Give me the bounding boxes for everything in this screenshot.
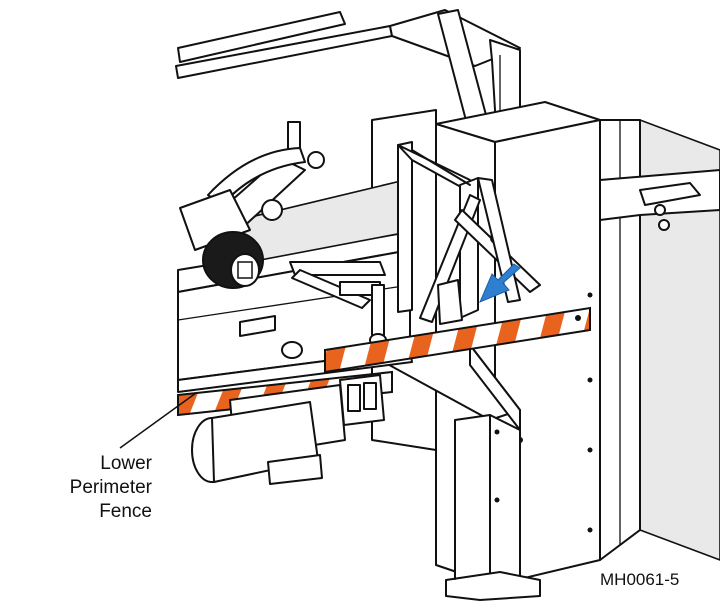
callout-line-3: Fence [99,501,152,522]
callout-leader [119,392,197,449]
front-pedestal [379,344,541,601]
callout-line-2: Perimeter [69,477,152,498]
swing-arm [281,261,387,359]
brush-roller [202,231,264,289]
lower-perimeter-fence-label: Lower Perimeter Fence [20,452,152,524]
motor [191,374,385,485]
overhead-frame [175,9,521,167]
callout-line-1: Lower [100,453,152,474]
figure-id: MH0061-5 [600,570,680,589]
direction-arrow [479,263,521,303]
